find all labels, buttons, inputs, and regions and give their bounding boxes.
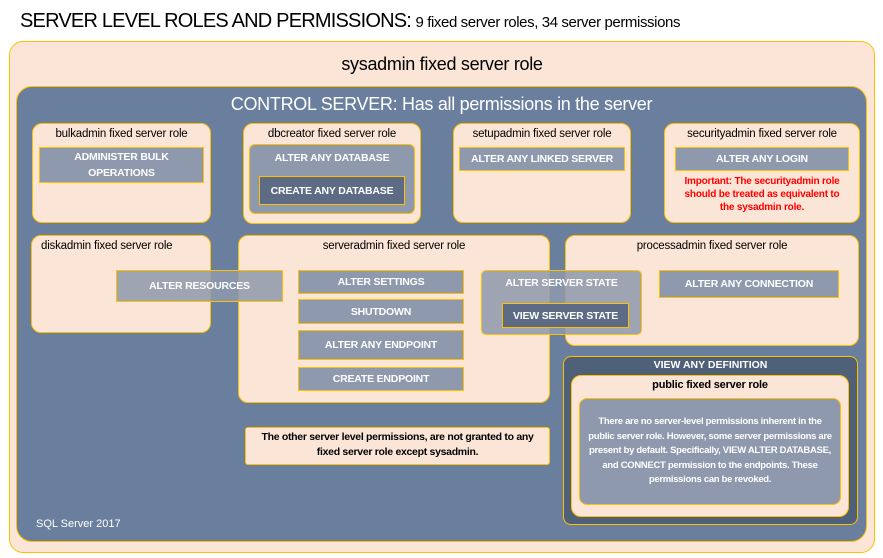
page-title: SERVER LEVEL ROLES AND PERMISSIONS: 9 fi…: [20, 10, 680, 33]
bulkadmin-role-title: bulkadmin fixed server role: [55, 128, 188, 140]
permission-alter-any-connection: ALTER ANY CONNECTION: [659, 270, 839, 298]
securityadmin-warning: Important: The securityadmin role should…: [684, 176, 840, 213]
permission-shutdown: SHUTDOWN: [298, 299, 464, 324]
permission-view-server-state: VIEW SERVER STATE: [502, 303, 629, 328]
securityadmin-role-title: securityadmin fixed server role: [687, 128, 837, 140]
version-label: SQL Server 2017: [36, 518, 121, 530]
diskadmin-role-title: diskadmin fixed server role: [41, 240, 173, 252]
control-server-title: CONTROL SERVER: Has all permissions in t…: [230, 94, 653, 114]
public-role-note: There are no server-level permissions in…: [579, 398, 841, 505]
title-main: SERVER LEVEL ROLES AND PERMISSIONS:: [20, 10, 412, 32]
permission-alter-resources: ALTER RESOURCES: [116, 270, 283, 302]
sysadmin-role-title: sysadmin fixed server role: [341, 54, 543, 74]
serveradmin-role-title: serveradmin fixed server role: [322, 240, 466, 252]
other-permissions-note: The other server level permissions, are …: [245, 427, 550, 465]
processadmin-role-title: processadmin fixed server role: [636, 240, 788, 252]
permission-alter-any-database-label: ALTER ANY DATABASE: [274, 152, 390, 164]
securityadmin-role-box: securityadmin fixed server role Importan…: [664, 123, 860, 223]
dbcreator-role-title: dbcreator fixed server role: [267, 128, 397, 140]
permission-alter-settings: ALTER SETTINGS: [298, 270, 464, 294]
permission-administer-bulk-operations: ADMINISTER BULK OPERATIONS: [39, 147, 204, 183]
title-sub: 9 fixed server roles, 34 server permissi…: [415, 14, 681, 31]
setupadmin-role-box: setupadmin fixed server role: [453, 123, 631, 223]
permission-alter-server-state-label: ALTER SERVER STATE: [505, 277, 618, 289]
permission-alter-any-login: ALTER ANY LOGIN: [675, 147, 849, 171]
permission-create-endpoint: CREATE ENDPOINT: [298, 367, 464, 391]
setupadmin-role-title: setupadmin fixed server role: [472, 128, 612, 140]
permission-alter-any-linked-server: ALTER ANY LINKED SERVER: [459, 147, 625, 171]
permission-create-any-database: CREATE ANY DATABASE: [259, 176, 405, 205]
public-role-title: public fixed server role: [652, 379, 768, 391]
permission-view-any-definition-label: VIEW ANY DEFINITION: [653, 359, 768, 371]
permission-alter-any-endpoint: ALTER ANY ENDPOINT: [298, 330, 464, 360]
